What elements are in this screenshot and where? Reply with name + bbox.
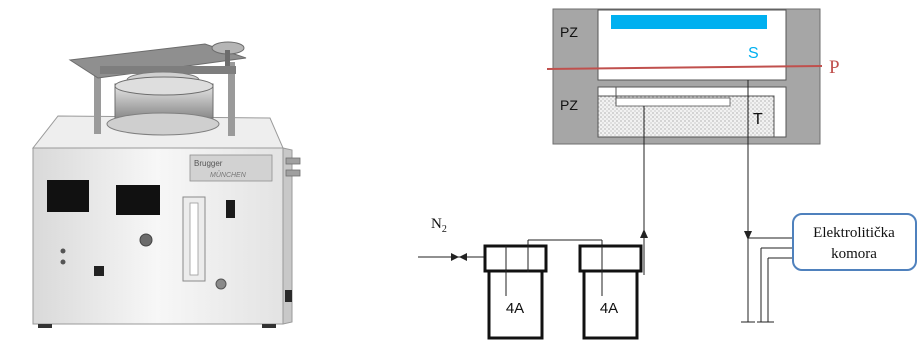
bottle-1-body (487, 269, 544, 340)
press-disc-rim (114, 76, 214, 96)
upper-chamber-label: PZ (560, 24, 578, 40)
press-post-left (94, 60, 101, 134)
gas-valve (451, 253, 459, 261)
display-middle (116, 185, 160, 215)
tube-arrow-up (640, 229, 648, 238)
valve-knob (226, 200, 235, 218)
brand-plate (189, 154, 273, 182)
bottle-1-cap (483, 244, 548, 273)
indicator-2 (60, 259, 66, 265)
gas-connector-bottom (285, 169, 301, 177)
sample-bar (611, 15, 767, 29)
gas-label-subscript: 2 (442, 224, 447, 235)
power-switch (94, 266, 104, 276)
press-base (106, 112, 220, 136)
inner-channel (615, 97, 731, 107)
tube-arrow-down (744, 231, 752, 240)
foot-right (262, 324, 276, 328)
model-text: MÜNCHEN (210, 171, 247, 179)
cabinet-side (282, 147, 293, 325)
bottom-knob (215, 278, 227, 290)
gas-label-main: N (431, 216, 442, 232)
instrument-photo: Brugger MÜNCHEN (31, 41, 301, 328)
press-post-right (228, 62, 235, 136)
bottle-2-body (582, 269, 639, 340)
gas-valve-2 (459, 253, 467, 261)
bottle-2-cap (578, 244, 643, 273)
lower-chamber-label: PZ (560, 97, 578, 113)
control-knob (139, 233, 153, 247)
brand-text: Brugger (194, 159, 223, 168)
flowmeter-tube (189, 202, 199, 276)
handwheel-shaft (225, 50, 230, 66)
indicator-1 (60, 248, 66, 254)
foot-left (38, 324, 52, 328)
plane-label: P (829, 57, 840, 78)
display-left (47, 180, 89, 212)
plane-line (546, 65, 823, 70)
press-crossbar (100, 66, 236, 74)
cell-label-line1: Elektrolitička (813, 225, 895, 241)
electrolytic-cell (792, 213, 917, 271)
material-label: T (753, 111, 763, 128)
cell-label-line2: komora (831, 246, 877, 262)
sample-label: S (748, 45, 759, 62)
schematic: PZ PZ S P T Elektrolitička komora N2 4A (418, 8, 917, 340)
gas-label: N2 (431, 216, 447, 235)
gas-connector-top (285, 157, 301, 165)
side-port (285, 290, 292, 302)
bottle-1-label: 4A (506, 300, 524, 317)
bottle-2-label: 4A (600, 300, 618, 317)
